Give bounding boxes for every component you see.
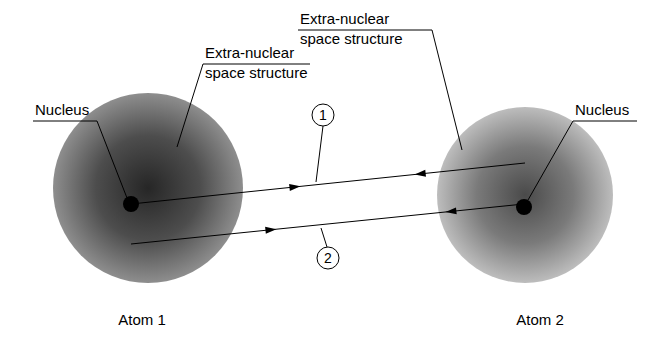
callout-circle (317, 247, 339, 269)
part-label: Extra-nuclear space structure (205, 43, 323, 83)
arrowhead (415, 170, 426, 177)
part-label: Nucleus (35, 100, 89, 120)
connector-line (131, 204, 524, 244)
arrowhead (445, 207, 456, 214)
callout-leader (321, 228, 327, 247)
atom: Atom 1 (53, 93, 243, 333)
nucleus-dot (516, 199, 532, 215)
nucleus-leader (528, 121, 637, 200)
callout-number: 1 (312, 104, 334, 126)
callout-circle (312, 104, 334, 126)
part-label: Nucleus (575, 100, 629, 120)
callout-number: 2 (317, 247, 339, 269)
arrowhead (289, 184, 300, 191)
arrowhead (265, 227, 276, 234)
interaction-line (131, 163, 525, 204)
part-label: Extra-nuclear space structure (300, 9, 418, 49)
atom-name: Atom 1 (118, 311, 166, 329)
callout-leader (316, 126, 323, 182)
connector-line (131, 163, 525, 204)
atom-name: Atom 2 (516, 311, 564, 329)
atom-illustration (437, 107, 613, 283)
nucleus-leader (33, 121, 127, 198)
atom: Atom 2 (437, 107, 613, 333)
interaction-line (131, 204, 524, 244)
extra-nuclear-space (437, 107, 613, 283)
